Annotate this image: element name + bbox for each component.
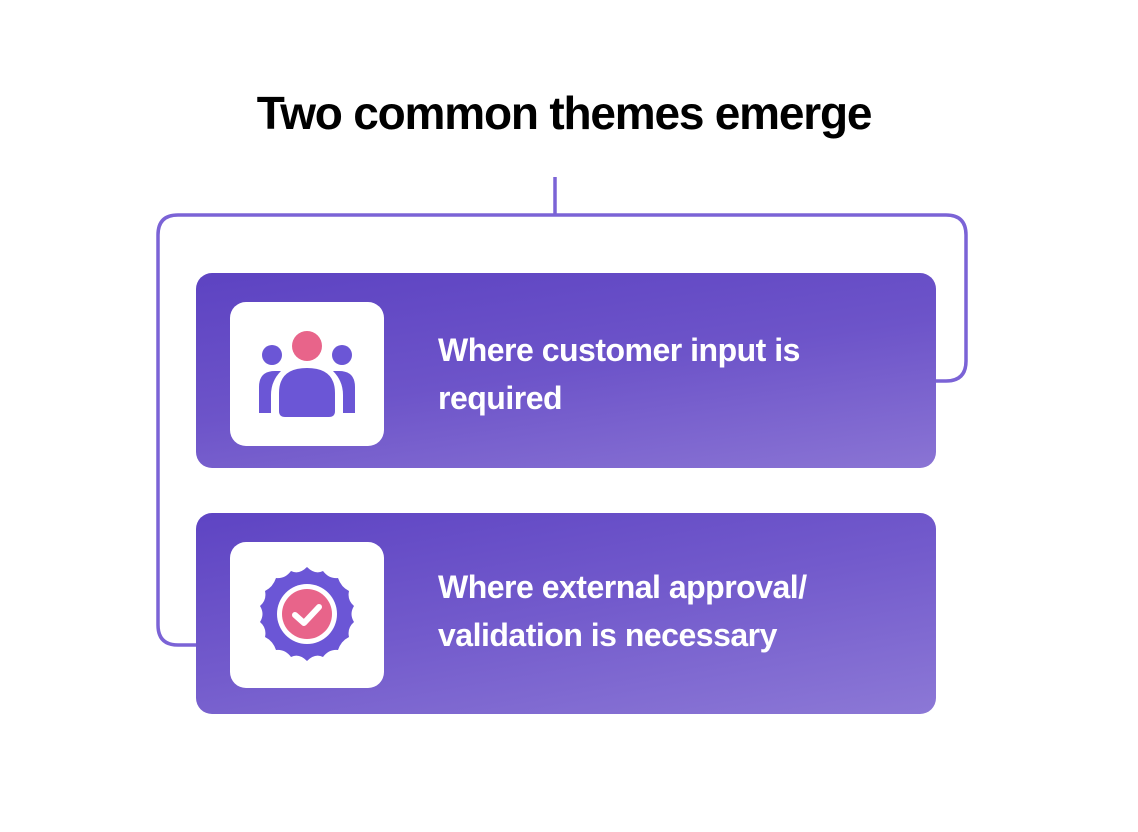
people-group-icon [259, 331, 355, 417]
icon-tile [230, 302, 384, 446]
theme-label: Where customer input is required [438, 332, 800, 416]
verified-badge-check-icon [260, 567, 354, 661]
theme-card-customer-input: Where customer input is required [196, 273, 936, 468]
theme-label: Where external approval/ validation is n… [438, 569, 807, 653]
page-title: Two common themes emerge [256, 87, 873, 139]
theme-card-external-approval: Where external approval/ validation is n… [196, 513, 936, 714]
icon-tile [230, 542, 384, 688]
